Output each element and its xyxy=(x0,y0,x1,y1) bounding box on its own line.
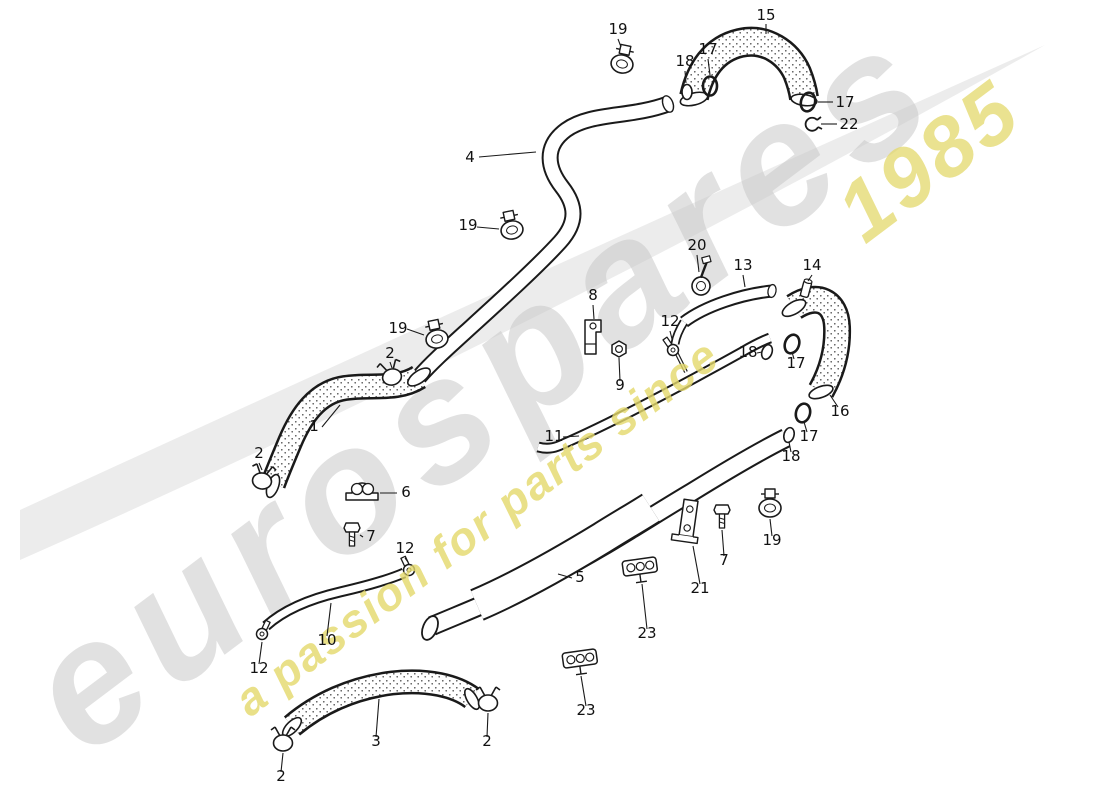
callout-label-23-31: 23 xyxy=(637,624,656,642)
callout-label-12-33: 12 xyxy=(249,659,268,677)
callout-label-17-4: 17 xyxy=(835,93,854,111)
hose-13 xyxy=(670,283,777,345)
callout-label-17-16: 17 xyxy=(786,354,805,372)
leader-line-19-27 xyxy=(769,518,773,537)
pipe-5 xyxy=(421,438,786,641)
leader-line-14-10 xyxy=(807,274,813,282)
leader-line-10-32 xyxy=(326,602,332,637)
leader-line-23-34 xyxy=(580,675,587,707)
callout-label-15-0: 15 xyxy=(756,6,775,24)
leader-line-12-12 xyxy=(669,330,673,340)
leader-line-18-22 xyxy=(788,441,792,453)
leader-line-2-36 xyxy=(486,712,489,738)
callout-label-21-29: 21 xyxy=(690,579,709,597)
leader-line-9-17 xyxy=(618,357,621,382)
background-swoosh xyxy=(20,45,1045,560)
callout-label-2-36: 2 xyxy=(482,732,492,750)
callout-label-4-6: 4 xyxy=(465,148,475,166)
callout-label-14-10: 14 xyxy=(802,256,821,274)
callout-label-18-22: 18 xyxy=(781,447,800,465)
callout-label-17-2: 17 xyxy=(698,40,717,58)
leader-line-5-30 xyxy=(557,573,573,579)
leader-line-16-18 xyxy=(829,394,839,408)
leader-line-7-25 xyxy=(359,534,364,538)
bolt-7-b xyxy=(713,504,731,529)
callout-label-2-37: 2 xyxy=(276,767,286,785)
leader-line-17-16 xyxy=(791,351,795,360)
bracket-6 xyxy=(345,482,379,501)
leader-line-18-3 xyxy=(684,70,687,84)
spring-clamp-2-c xyxy=(475,686,501,712)
callout-label-22-5: 22 xyxy=(839,115,858,133)
leader-line-17-2 xyxy=(707,58,711,76)
leader-line-19-7 xyxy=(476,226,500,230)
callout-label-12-12: 12 xyxy=(660,312,679,330)
leader-line-13-9 xyxy=(742,274,746,288)
callout-label-19-27: 19 xyxy=(762,531,781,549)
callout-label-11-21: 11 xyxy=(544,427,563,445)
callout-label-19-13: 19 xyxy=(388,319,407,337)
callout-label-20-8: 20 xyxy=(687,236,706,254)
hose-4 xyxy=(419,95,676,377)
leader-line-4-6 xyxy=(478,151,537,158)
leader-line-7-28 xyxy=(721,529,725,557)
leader-line-11-21 xyxy=(562,435,580,438)
leader-line-12-33 xyxy=(258,641,263,665)
leader-line-12-26 xyxy=(404,557,409,563)
leader-line-21-29 xyxy=(692,545,701,585)
hose-clamp-19-d xyxy=(758,488,782,518)
leader-line-1-20 xyxy=(321,404,341,428)
leader-layer xyxy=(258,24,839,773)
callout-label-19-1: 19 xyxy=(608,20,627,38)
clamp-assembly-23-a xyxy=(621,555,660,585)
bracket-21 xyxy=(670,498,699,545)
o-ring-17-c xyxy=(780,331,804,357)
leader-line-2-23 xyxy=(258,462,263,471)
clamp-assembly-23-b xyxy=(561,647,600,677)
bracket-8 xyxy=(584,319,602,355)
callout-label-2-23: 2 xyxy=(254,444,264,462)
leader-line-18-15 xyxy=(756,351,763,354)
callout-label-6-24: 6 xyxy=(401,483,411,501)
leader-line-2-14 xyxy=(389,361,393,369)
callout-label-7-28: 7 xyxy=(719,551,729,569)
callout-label-13-9: 13 xyxy=(733,256,752,274)
leader-line-23-31 xyxy=(641,583,648,630)
callout-label-5-30: 5 xyxy=(575,568,585,586)
leader-line-20-8 xyxy=(696,254,700,273)
callout-label-3-35: 3 xyxy=(371,732,381,750)
callout-label-18-3: 18 xyxy=(675,52,694,70)
leader-line-17-19 xyxy=(803,421,808,433)
callout-label-10-32: 10 xyxy=(317,631,336,649)
hose-clamp-19-a xyxy=(608,42,638,76)
callout-label-9-17: 9 xyxy=(615,376,625,394)
nut-9 xyxy=(611,340,627,358)
callout-label-23-34: 23 xyxy=(576,701,595,719)
callout-label-18-15: 18 xyxy=(738,343,757,361)
leader-line-2-37 xyxy=(280,752,284,773)
o-ring-17-d xyxy=(792,400,814,426)
callout-label-12-26: 12 xyxy=(395,539,414,557)
leader-line-19-13 xyxy=(406,328,425,336)
callout-label-17-19: 17 xyxy=(799,427,818,445)
hose-16 xyxy=(780,296,837,401)
seal-18-c xyxy=(781,425,797,445)
callout-label-2-14: 2 xyxy=(385,344,395,362)
leader-line-8-11 xyxy=(592,304,595,320)
seal-18-a xyxy=(681,83,693,101)
callout-label-8-11: 8 xyxy=(588,286,598,304)
callout-label-7-25: 7 xyxy=(366,527,376,545)
callout-label-1-20: 1 xyxy=(309,417,319,435)
leader-line-3-35 xyxy=(375,698,380,738)
callout-label-19-7: 19 xyxy=(458,216,477,234)
leader-line-19-1 xyxy=(617,38,622,48)
pipe-11 xyxy=(538,338,770,448)
callout-label-16-18: 16 xyxy=(830,402,849,420)
diagram-parts xyxy=(247,42,837,752)
hose-1 xyxy=(264,365,433,499)
hose-3 xyxy=(280,682,482,740)
